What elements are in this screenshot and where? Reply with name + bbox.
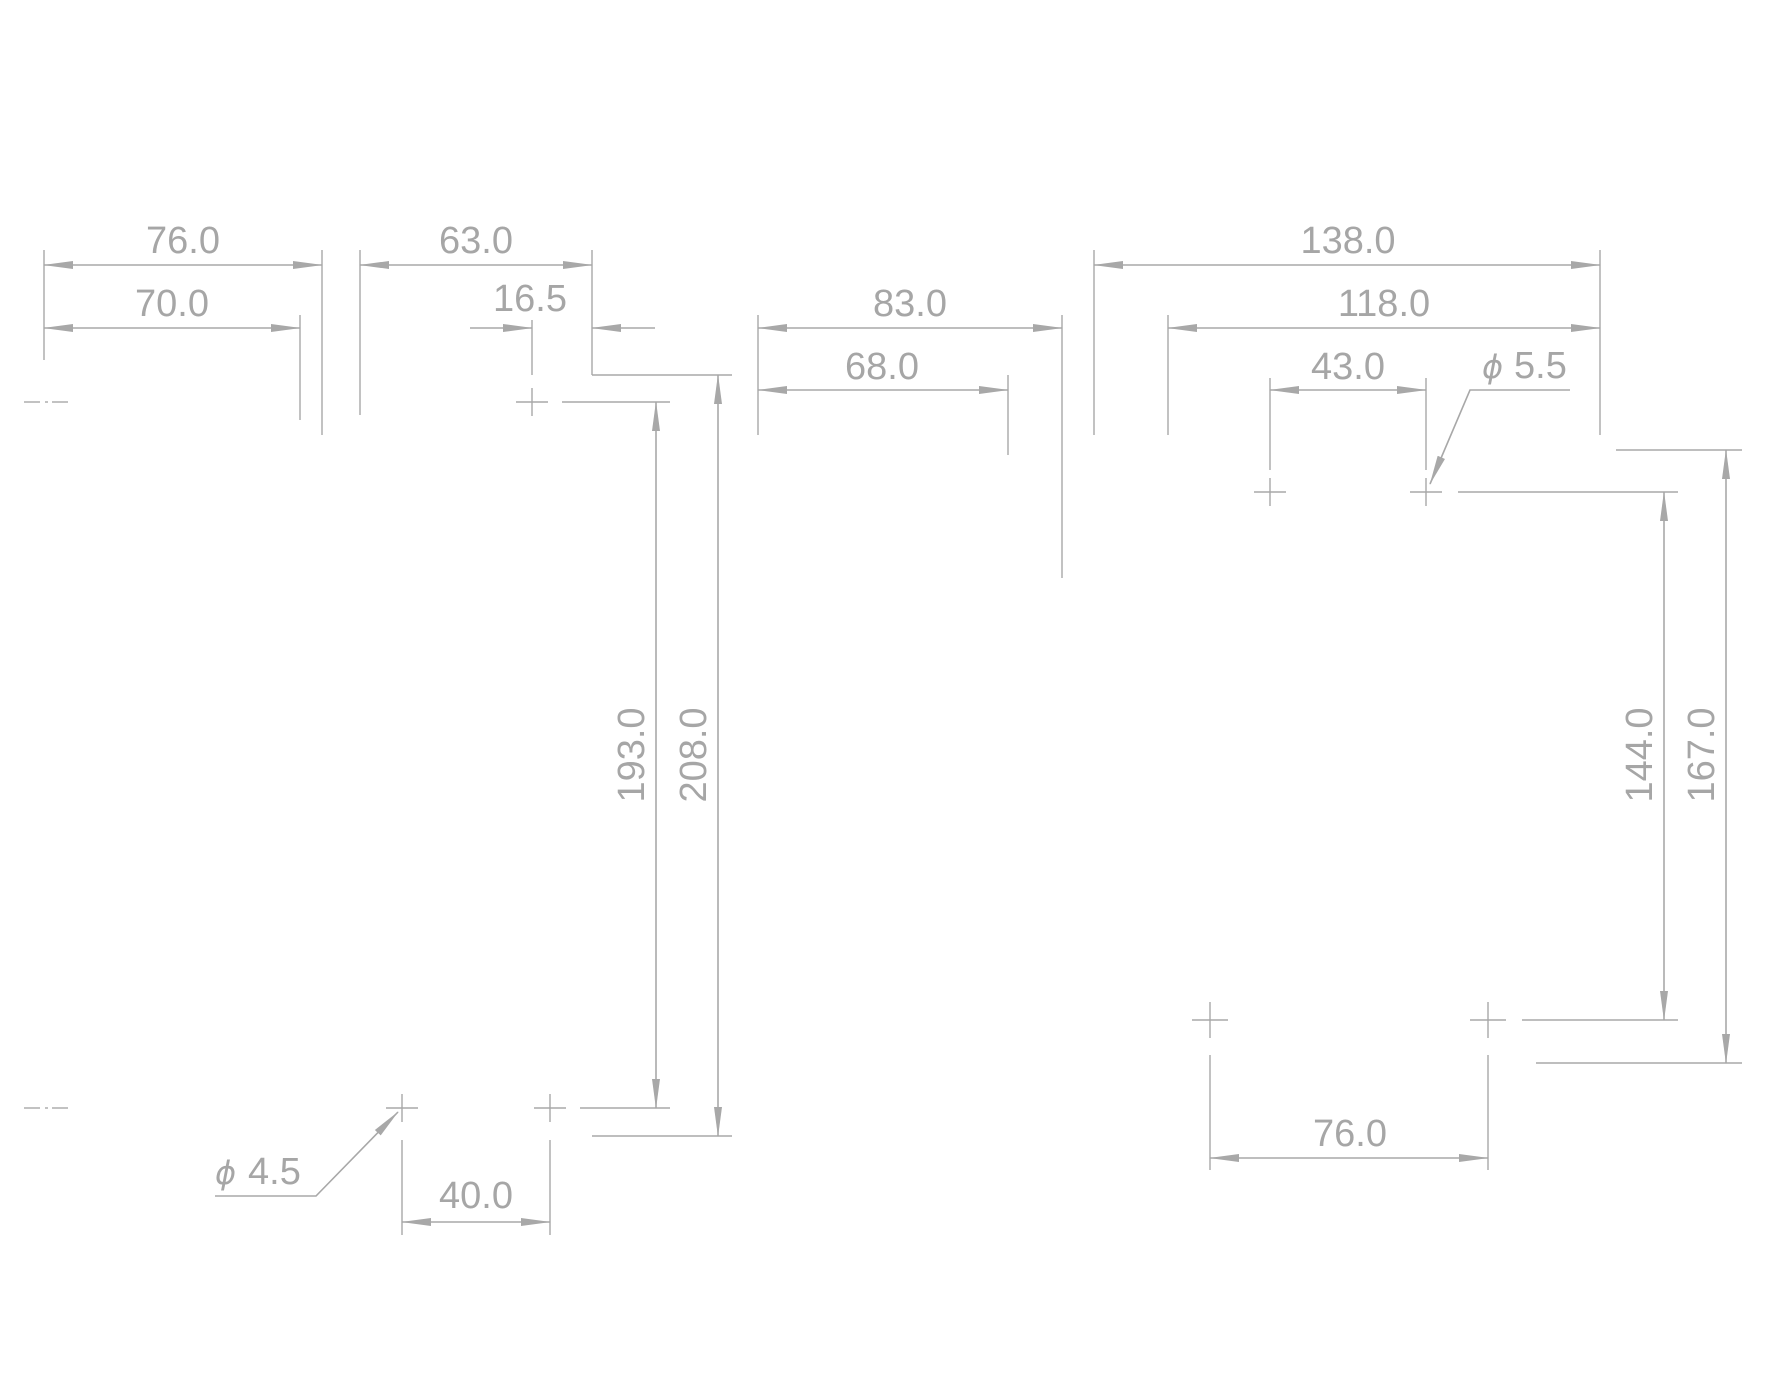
leader-hole-diameter xyxy=(215,1111,399,1197)
dim-left-offset: 16.5 xyxy=(493,278,567,320)
middle-view: 83.0 68.0 xyxy=(757,283,1063,578)
dim-right-overall-width: 138.0 xyxy=(1300,220,1395,262)
dim-left-side-depth: 63.0 xyxy=(439,220,513,262)
left-view: 76.0 70.0 63.0 16.5 193.0 208.0 40.0 ϕ 4… xyxy=(24,220,732,1235)
leader-hole-diameter xyxy=(1429,389,1570,485)
right-view: 138.0 118.0 43.0 ϕ 5.5 144.0 167.0 76.0 xyxy=(1093,220,1742,1170)
dim-right-inner-width: 118.0 xyxy=(1338,283,1430,325)
dim-right-hole-diameter: 5.5 xyxy=(1514,345,1567,387)
dim-left-overall-height: 208.0 xyxy=(673,707,715,802)
dim-left-overall-width: 76.0 xyxy=(146,220,220,262)
hole-center-mark xyxy=(1192,1002,1228,1038)
hole-center-mark xyxy=(516,388,548,416)
dim-middle-inner-width: 68.0 xyxy=(845,346,919,388)
hole-center-mark xyxy=(1410,478,1442,506)
dim-middle-outer-width: 83.0 xyxy=(873,283,947,325)
dim-right-hole-spacing-top: 43.0 xyxy=(1311,346,1385,388)
diameter-symbol: ϕ xyxy=(215,1154,236,1192)
hole-center-mark xyxy=(386,1094,418,1122)
hole-center-mark xyxy=(534,1094,566,1122)
hole-center-mark xyxy=(1470,1002,1506,1038)
dim-right-hole-spacing-v: 144.0 xyxy=(1619,707,1661,802)
dim-left-hole-spacing-v: 193.0 xyxy=(611,707,653,802)
dim-left-inner-width: 70.0 xyxy=(135,283,209,325)
dim-left-hole-spacing-h: 40.0 xyxy=(439,1175,513,1217)
dim-left-hole-diameter: 4.5 xyxy=(248,1151,301,1193)
hole-center-mark xyxy=(1254,478,1286,506)
diameter-symbol: ϕ xyxy=(1482,348,1503,386)
dim-right-hole-spacing-bottom: 76.0 xyxy=(1313,1113,1387,1155)
dim-right-overall-height: 167.0 xyxy=(1681,707,1723,802)
